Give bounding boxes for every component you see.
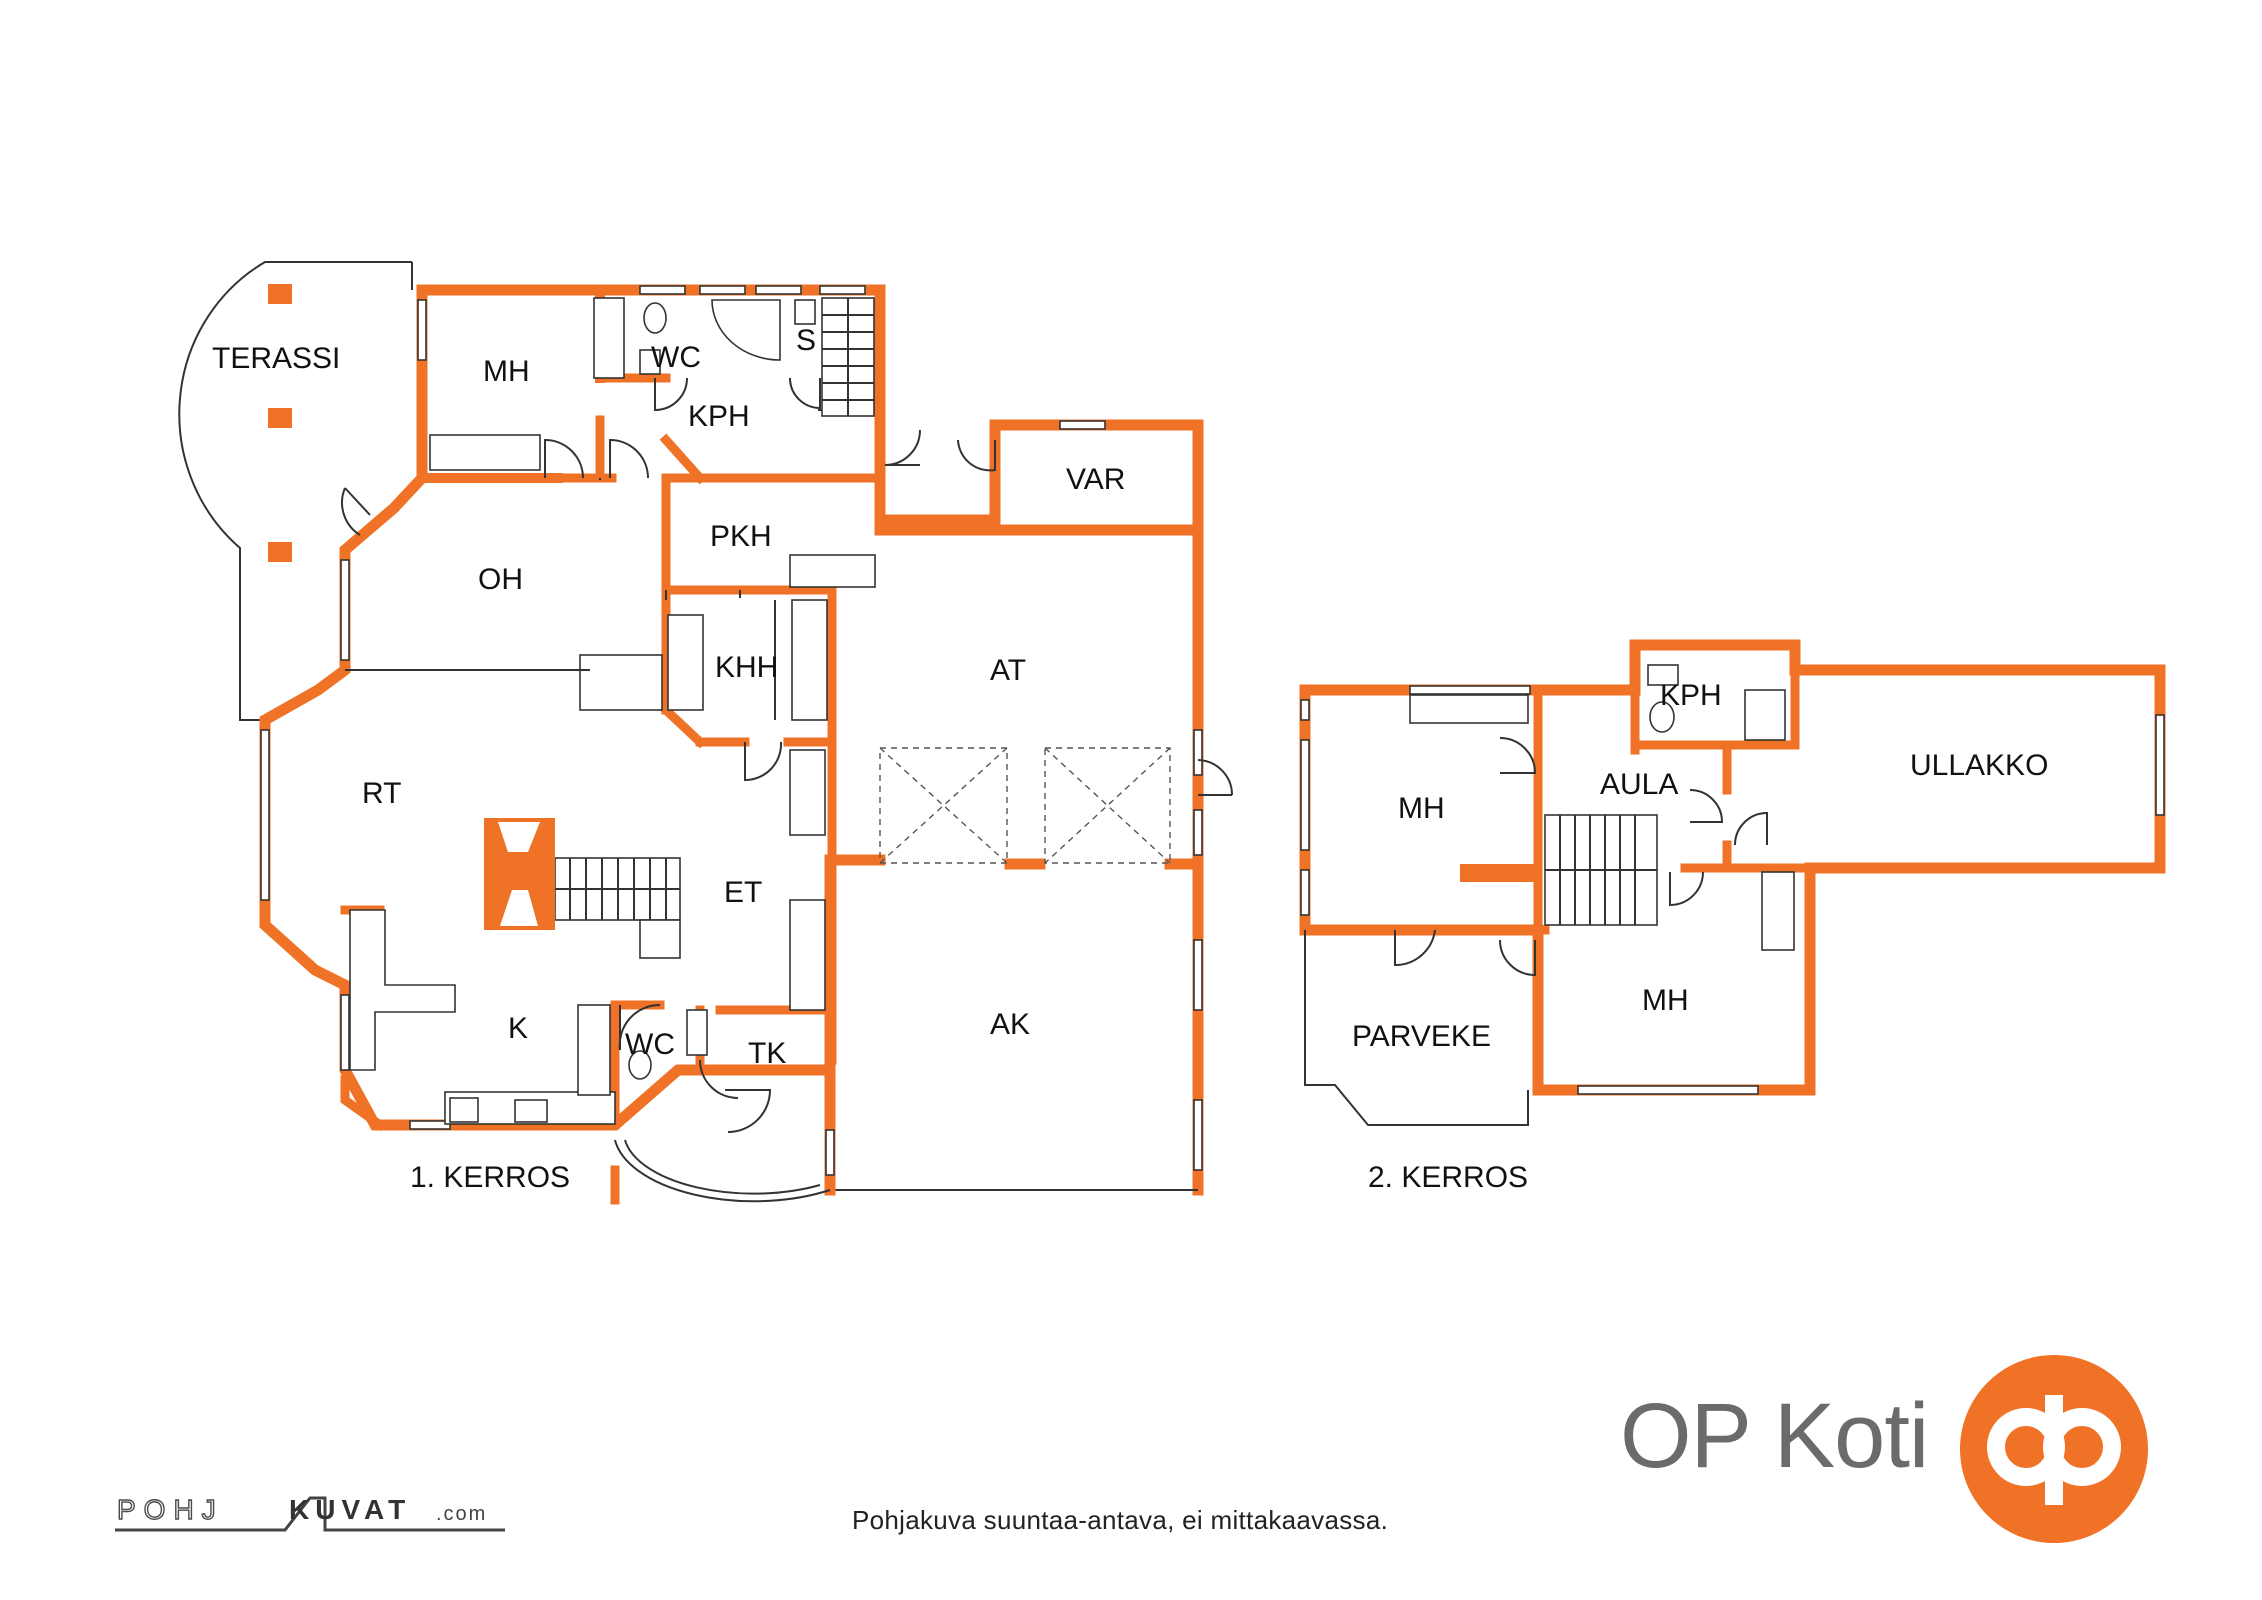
garage-door-markings [879,747,1171,864]
room-label-mh: MH [483,355,530,388]
terrace-post [268,542,292,562]
entry-porch-outline [614,1139,831,1203]
room-label-rt: RT [362,777,401,810]
stairs-upper [821,297,875,417]
furniture-second [1409,664,1795,951]
room-label-et: ET [724,876,762,909]
room-label-khh: KHH [715,651,778,684]
bathroom-fixtures [628,299,816,1080]
op-koti-wordmark: OP Koti [1620,1385,1929,1487]
partition-lines [345,478,776,720]
room-label-ullakko: ULLAKKO [1910,749,2048,782]
room-label-kph-second: KPH [1660,679,1722,712]
windows-second [1300,685,2165,1095]
floor-label-first: 1. KERROS [410,1161,570,1194]
op-logo-icon [1960,1355,2148,1543]
room-label-wc-lower: WC [625,1028,675,1061]
stairs-main [554,857,681,921]
room-label-k: K [508,1012,528,1045]
fireplace [484,818,555,930]
room-label-sauna: S [796,324,816,357]
first-floor-room-labels: TERASSI MH WC KPH S OH PKH VAR KHH AT RT… [212,324,1125,1070]
terrace-post [268,284,292,304]
pohjakuvat-logo-mark [115,1496,505,1532]
room-label-ak: AK [990,1008,1030,1041]
pohjakuvat-logo-domain: .com [436,1503,488,1525]
room-label-var: VAR [1066,463,1125,496]
room-label-oh: OH [478,563,523,596]
room-label-parveke: PARVEKE [1352,1020,1491,1053]
second-floor-plan: KPH AULA ULLAKKO MH PARVEKE MH 2. KERROS [1299,639,2166,1194]
floor-label-second: 2. KERROS [1368,1161,1528,1194]
entry-porch-outline [624,1139,821,1195]
room-label-mh-left: MH [1398,792,1445,825]
terrace-door [341,487,371,536]
balcony-outline [1304,930,1529,1126]
door-swings-second [1394,737,1768,977]
disclaimer-text: Pohjakuva suuntaa-antava, ei mittakaavas… [852,1505,1389,1535]
room-label-tk: TK [748,1037,786,1070]
room-label-mh-right: MH [1642,984,1689,1017]
kitchen-fixtures [349,909,616,1125]
room-label-kph: KPH [688,400,750,433]
room-label-at: AT [990,654,1026,687]
windows [260,285,1203,1176]
room-label-terassi: TERASSI [212,342,340,375]
door-swings [544,377,1233,1133]
first-floor-plan: TERASSI MH WC KPH S OH PKH VAR KHH AT RT… [178,261,1233,1205]
pohjakuvat-logo-right: KUVAT [289,1494,412,1525]
kitchen-bay-wall [340,1075,387,1132]
furniture [429,297,876,1011]
room-label-pkh: PKH [710,520,772,553]
pohjakuvat-logo-left: POHJ [116,1493,224,1525]
garage-walls [824,419,1204,1196]
terrace-post [268,408,292,428]
second-floor-room-labels: KPH AULA ULLAKKO MH PARVEKE MH [1352,679,2048,1053]
chimney [1460,864,1535,882]
stairs-second [1544,814,1658,926]
room-label-aula: AULA [1600,768,1678,801]
terrace-outline [178,261,412,721]
room-label-wc-upper: WC [651,341,701,374]
